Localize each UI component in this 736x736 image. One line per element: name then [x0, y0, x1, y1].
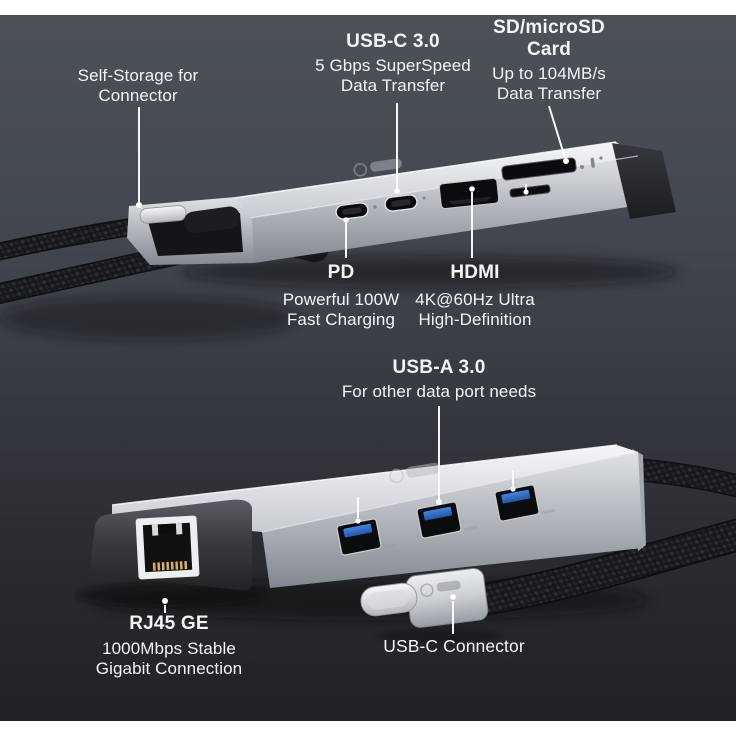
callout-text: For other data port needs [341, 382, 537, 401]
dot-usb-c-connector [450, 594, 456, 600]
callout-text: Data Transfer [496, 84, 602, 103]
callout-title: Card [526, 39, 572, 60]
dot-usb-a-3 [510, 486, 516, 492]
led-indicator [590, 157, 595, 168]
callout-text: 4K@60Hz Ultra [415, 290, 535, 309]
frame-band-bottom [0, 721, 736, 736]
callout-sd-card: SD/microSD Card Up to 104MB/s Data Trans… [469, 17, 629, 104]
usb-c-plug [360, 567, 502, 643]
dot-hdmi [469, 186, 475, 192]
tp-link-logo-icon [420, 580, 461, 598]
screw [422, 196, 426, 200]
screw [580, 165, 584, 169]
frame-band-top [0, 0, 736, 15]
dot-sd [563, 158, 569, 164]
dot-pd [343, 217, 349, 223]
hub-bottom-view [75, 444, 736, 643]
hub-end-cap [612, 143, 676, 219]
dot-usb-a-1 [355, 518, 361, 524]
usb-c-data-port [384, 194, 418, 212]
callout-text: Gigabit Connection [95, 659, 243, 678]
edge-highlight [233, 141, 617, 199]
shadow [75, 583, 265, 607]
callout-title: PD [327, 262, 355, 283]
usb-a-port-2 [416, 501, 462, 539]
rj45-ethernet-port [135, 515, 200, 580]
stored-usb-c-plug [139, 205, 187, 224]
callout-self-storage: Self-Storage for Connector [48, 66, 228, 106]
self-storage-slot [127, 197, 254, 265]
callout-title: USB-C 3.0 [346, 31, 440, 52]
callout-title: RJ45 GE [129, 613, 209, 634]
braided-cable [453, 458, 736, 618]
callout-text: High-Definition [418, 310, 532, 329]
callout-usb-a: USB-A 3.0 For other data port needs [318, 357, 560, 402]
callout-text: Self-Storage for [77, 66, 199, 85]
callout-rj45: RJ45 GE 1000Mbps Stable Gigabit Connecti… [69, 613, 269, 679]
callout-usb-c: USB-C 3.0 5 Gbps SuperSpeed Data Transfe… [293, 31, 493, 96]
shadow [0, 296, 300, 340]
leader-sd [548, 105, 566, 159]
tp-link-logo-icon [353, 158, 402, 177]
callout-pd: PD Powerful 100W Fast Charging [261, 262, 421, 330]
dot-usb-c [394, 188, 400, 194]
callout-leader-lines [138, 103, 566, 634]
usb-a-port-1 [336, 518, 382, 556]
tp-link-logo-icon [389, 462, 440, 484]
shadow [180, 256, 680, 288]
callout-text: Up to 104MB/s [492, 64, 606, 83]
hub-top-view [0, 141, 680, 340]
edge-highlight [261, 451, 639, 533]
callout-text: 1000Mbps Stable [102, 639, 236, 658]
callout-title: USB-A 3.0 [392, 357, 486, 378]
callout-title: HDMI [450, 262, 500, 283]
plug-boot [184, 206, 240, 234]
callout-text: Data Transfer [340, 76, 446, 95]
shadow [378, 629, 502, 643]
sd-card-slot [501, 157, 577, 181]
callout-usb-c-connector: USB-C Connector [354, 636, 554, 656]
callout-text: Connector [98, 86, 178, 105]
plug-shell [405, 567, 489, 628]
dot-self-storage [136, 202, 142, 208]
callout-text: Fast Charging [286, 310, 396, 329]
callout-title: SD/microSD [493, 17, 605, 38]
hdmi-port [438, 177, 500, 210]
callout-text: Powerful 100W [282, 290, 400, 309]
screw [599, 156, 603, 160]
edge-highlight [111, 444, 618, 506]
dot-usb-a-2 [436, 499, 442, 505]
rj45-gold-pins [152, 560, 188, 571]
port-engraving [384, 542, 398, 549]
hub-front-face [250, 156, 648, 263]
callout-text: USB-C Connector [383, 636, 525, 656]
callout-text: 5 Gbps SuperSpeed [315, 56, 471, 75]
dot-microsd [523, 189, 529, 195]
screw [373, 205, 377, 209]
callout-hdmi: HDMI 4K@60Hz Ultra High-Definition [390, 262, 560, 330]
hub-top-face [234, 142, 638, 218]
dot-rj45 [162, 598, 168, 604]
microsd-card-slot [509, 184, 551, 198]
usb-c-pd-port [335, 202, 369, 220]
port-engraving [464, 525, 478, 532]
port-engraving [541, 508, 555, 515]
callout-leader-dots [136, 158, 569, 604]
